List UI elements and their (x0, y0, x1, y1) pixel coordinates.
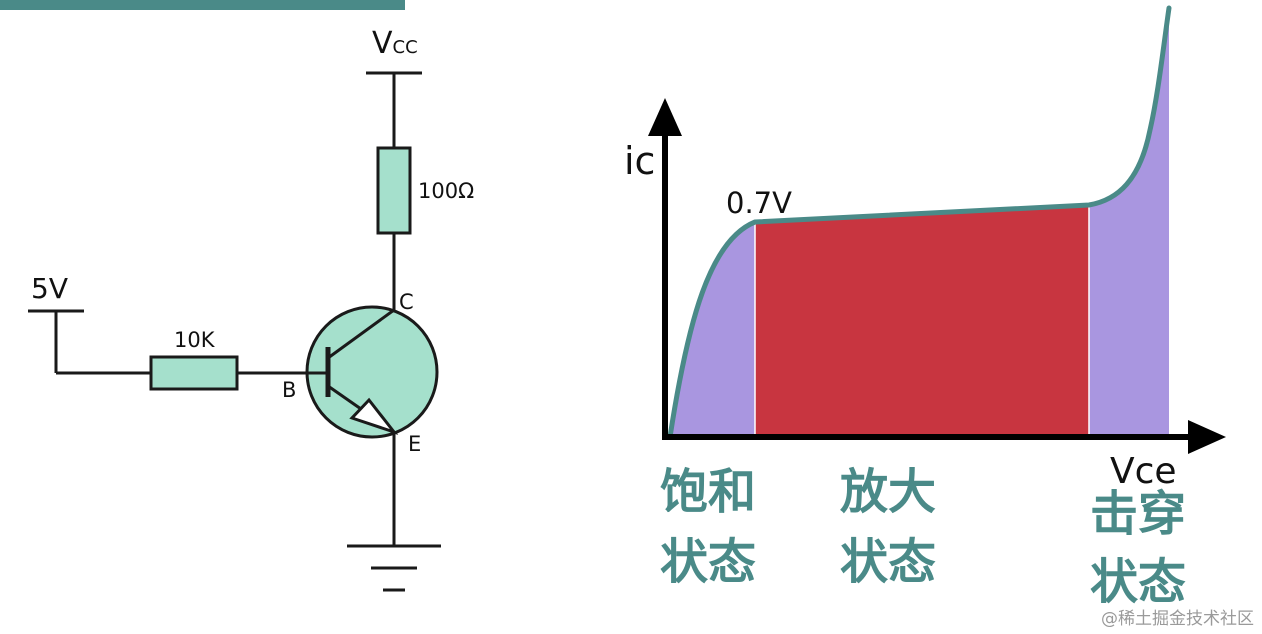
saturation-label-line1: 饱和 (660, 464, 756, 520)
characteristic-graph: ic Vce 0.7V 饱和 状态 放大 状态 击穿 状态 (624, 5, 1226, 610)
saturation-label-line2: 状态 (660, 534, 756, 590)
circuit-labels: VCC 100Ω 5V 10K C B E (31, 26, 474, 456)
vcc-label-main: V (372, 26, 393, 61)
emitter-pin-label: E (408, 432, 421, 456)
x-axis-arrow (1188, 420, 1226, 454)
amplification-label-line2: 状态 (840, 534, 936, 590)
amplification-label-line1: 放大 (840, 464, 936, 520)
transistor-collector-lead (327, 308, 395, 360)
emitter-arrow (349, 397, 399, 435)
saturation-region (670, 222, 755, 437)
base-pin-label: B (282, 378, 296, 402)
breakdown-label-line1: 击穿 (1090, 486, 1186, 542)
x-axis-label: Vce (1110, 451, 1177, 492)
breakdown-label-line2: 状态 (1090, 554, 1186, 610)
base-resistor (149, 355, 239, 391)
watermark: @稀土掘金技术社区 (1101, 609, 1254, 629)
base-resistor-label: 10K (174, 328, 216, 352)
collector-resistor-label: 100Ω (418, 179, 474, 203)
amplification-region (755, 205, 1089, 437)
knee-voltage-label: 0.7V (726, 186, 792, 220)
input-voltage-label: 5V (31, 272, 68, 305)
svg-text:VCC: VCC (372, 26, 418, 61)
collector-resistor (376, 146, 412, 235)
transistor-circuit (28, 71, 441, 592)
collector-pin-label: C (399, 290, 414, 314)
y-axis-arrow (648, 98, 682, 136)
breakdown-region (1089, 8, 1169, 437)
vcc-label-subscript: CC (393, 37, 418, 58)
y-axis-label: ic (624, 139, 655, 183)
header-accent-bar (0, 0, 405, 10)
ic-vce-curve (667, 5, 1172, 440)
